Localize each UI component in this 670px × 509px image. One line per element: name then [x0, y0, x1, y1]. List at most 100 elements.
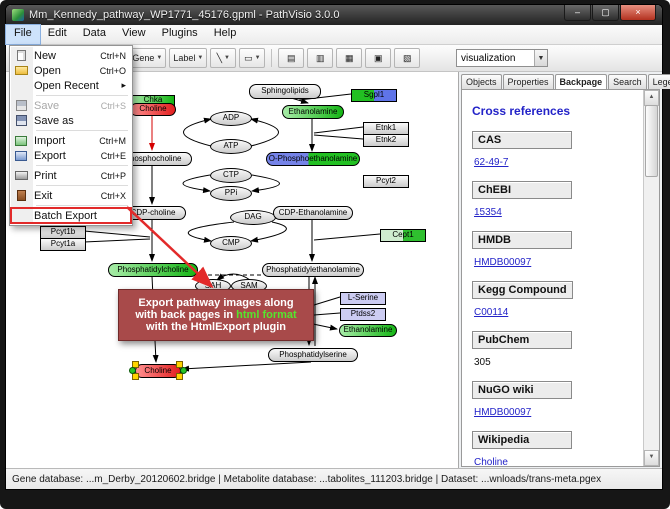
- node-atp[interactable]: ATP: [210, 138, 252, 154]
- pathway-edge[interactable]: [313, 126, 364, 134]
- shape-tool[interactable]: ▭▼: [239, 48, 266, 68]
- backpage-link-nugo-wiki[interactable]: HMDB00097: [474, 407, 532, 418]
- pathway-edge[interactable]: [181, 361, 312, 372]
- menu-shortcut: Ctrl+E: [100, 150, 126, 161]
- visualization-combobox[interactable]: visualization ▼: [456, 49, 548, 67]
- node-l-serine[interactable]: L-Serine: [340, 291, 386, 305]
- maximize-button[interactable]: ▢: [592, 5, 619, 21]
- scrollbar-thumb[interactable]: [645, 105, 658, 177]
- align-vertical-button-glyph: ▥: [316, 52, 325, 63]
- menu-item-open-recent[interactable]: Open Recent▸: [11, 78, 131, 93]
- scrollbar[interactable]: ▲ ▼: [643, 90, 659, 466]
- menubar-item-plugins[interactable]: Plugins: [161, 27, 198, 39]
- backpage-link-hmdb[interactable]: HMDB00097: [474, 257, 532, 268]
- pathway-edge[interactable]: [183, 117, 212, 147]
- node-ppi[interactable]: PPi: [210, 185, 252, 201]
- pathway-edge[interactable]: [312, 323, 338, 331]
- minimize-button[interactable]: –: [564, 5, 591, 21]
- menu-item-batch-export[interactable]: Batch Export: [10, 207, 132, 224]
- selection-handle-rotate[interactable]: [129, 367, 136, 374]
- pathway-edge[interactable]: [83, 230, 151, 238]
- tab-objects[interactable]: Objects: [461, 74, 502, 89]
- backpage-link-cas[interactable]: 62-49-7: [474, 157, 509, 168]
- tab-properties[interactable]: Properties: [502, 74, 554, 89]
- pathway-edge[interactable]: [313, 134, 364, 140]
- group-button[interactable]: ▧: [394, 48, 421, 68]
- label-tool[interactable]: Label▼: [169, 48, 208, 68]
- selection-handle[interactable]: [132, 361, 139, 368]
- menu-item-save-as[interactable]: Save as: [11, 113, 131, 128]
- pathway-edge[interactable]: [83, 238, 151, 243]
- common-size-button[interactable]: ▦: [336, 48, 363, 68]
- saveas-glyph: [15, 115, 27, 126]
- node-sphingolipids[interactable]: Sphingolipids: [249, 83, 321, 99]
- node-dag[interactable]: DAG: [230, 209, 276, 225]
- stack-button[interactable]: ▣: [365, 48, 392, 68]
- pathway-edge[interactable]: [250, 221, 287, 243]
- save-glyph: [15, 100, 27, 111]
- menubar-item-view[interactable]: View: [121, 27, 146, 39]
- node-pcyt2[interactable]: Pcyt2: [363, 174, 409, 188]
- backpage-link-chebi[interactable]: 15354: [474, 207, 502, 218]
- line-tool[interactable]: ╲▼: [210, 48, 237, 68]
- scroll-down-icon[interactable]: ▼: [644, 450, 659, 466]
- node-cmp[interactable]: CMP: [210, 235, 252, 251]
- node-adp[interactable]: ADP: [210, 110, 252, 126]
- datanode-tool[interactable]: Gene▼: [128, 48, 167, 68]
- node-choline-bottom[interactable]: Choline: [135, 364, 181, 378]
- node-phosphatidylethanolamine[interactable]: Phosphatidylethanolamine: [262, 263, 364, 277]
- node-etnk2[interactable]: Etnk2: [363, 133, 409, 147]
- menubar-item-edit[interactable]: Edit: [47, 27, 67, 39]
- selection-handle[interactable]: [176, 373, 183, 380]
- node-pcyt1a[interactable]: Pcyt1a: [40, 237, 86, 251]
- node-phosphocholine[interactable]: Phosphocholine: [114, 152, 192, 166]
- tab-search[interactable]: Search: [608, 74, 647, 89]
- menubar-item-data[interactable]: Data: [82, 27, 106, 39]
- pathway-edge[interactable]: [313, 312, 341, 316]
- node-cdp-ethanolamine[interactable]: CDP-Ethanolamine: [273, 206, 353, 220]
- selection-handle-rotate[interactable]: [180, 367, 187, 374]
- node-phosphatidylcholine[interactable]: Phosphatidylcholine: [108, 263, 198, 277]
- backpage-link-kegg-compound[interactable]: C00114: [474, 307, 509, 318]
- backpage-link-wikipedia[interactable]: Choline: [474, 457, 508, 467]
- node-ethanolamine-low[interactable]: Ethanolamine: [339, 323, 397, 337]
- pathway-edge[interactable]: [250, 117, 279, 147]
- node-ctp[interactable]: CTP: [210, 167, 252, 183]
- menubar-item-file[interactable]: File: [5, 24, 41, 45]
- node-ptdss2[interactable]: Ptdss2: [340, 307, 386, 321]
- menubar-item-help[interactable]: Help: [213, 27, 237, 39]
- tab-legend[interactable]: Legend: [647, 74, 670, 89]
- pathway-edge[interactable]: [313, 296, 341, 306]
- pathway-edge[interactable]: [182, 174, 211, 194]
- node-o-phosphoethanolamine[interactable]: O-Phosphoethanolamine: [266, 152, 360, 166]
- selection-handle[interactable]: [176, 361, 183, 368]
- pathway-edge[interactable]: [251, 174, 280, 194]
- datanode-tool-glyph: Gene: [132, 53, 155, 63]
- node-cept1[interactable]: Cept1: [380, 228, 426, 242]
- close-button[interactable]: ×: [620, 5, 656, 21]
- node-ethanolamine-top[interactable]: Ethanolamine: [282, 105, 344, 119]
- shape-tool-glyph: ▭: [244, 52, 253, 63]
- backpage-section-cas: CAS: [472, 131, 572, 149]
- scroll-up-icon[interactable]: ▲: [644, 90, 659, 106]
- align-horizontal-button[interactable]: ▤: [278, 48, 305, 68]
- title-bar[interactable]: Mm_Kennedy_pathway_WP1771_45176.gpml - P…: [6, 5, 662, 25]
- pathway-edge[interactable]: [313, 233, 381, 241]
- pathway-edge[interactable]: [298, 93, 352, 101]
- node-phosphatidylserine[interactable]: Phosphatidylserine: [268, 348, 358, 362]
- align-vertical-button[interactable]: ▥: [307, 48, 334, 68]
- selection-handle[interactable]: [132, 373, 139, 380]
- node-sgpl1[interactable]: Sgpl1: [351, 88, 397, 102]
- chevron-down-icon[interactable]: ▼: [534, 50, 547, 66]
- node-choline-top[interactable]: Choline: [130, 102, 176, 116]
- tab-backpage[interactable]: Backpage: [554, 74, 608, 89]
- menu-bar: File Edit Data View Plugins Help: [5, 24, 662, 45]
